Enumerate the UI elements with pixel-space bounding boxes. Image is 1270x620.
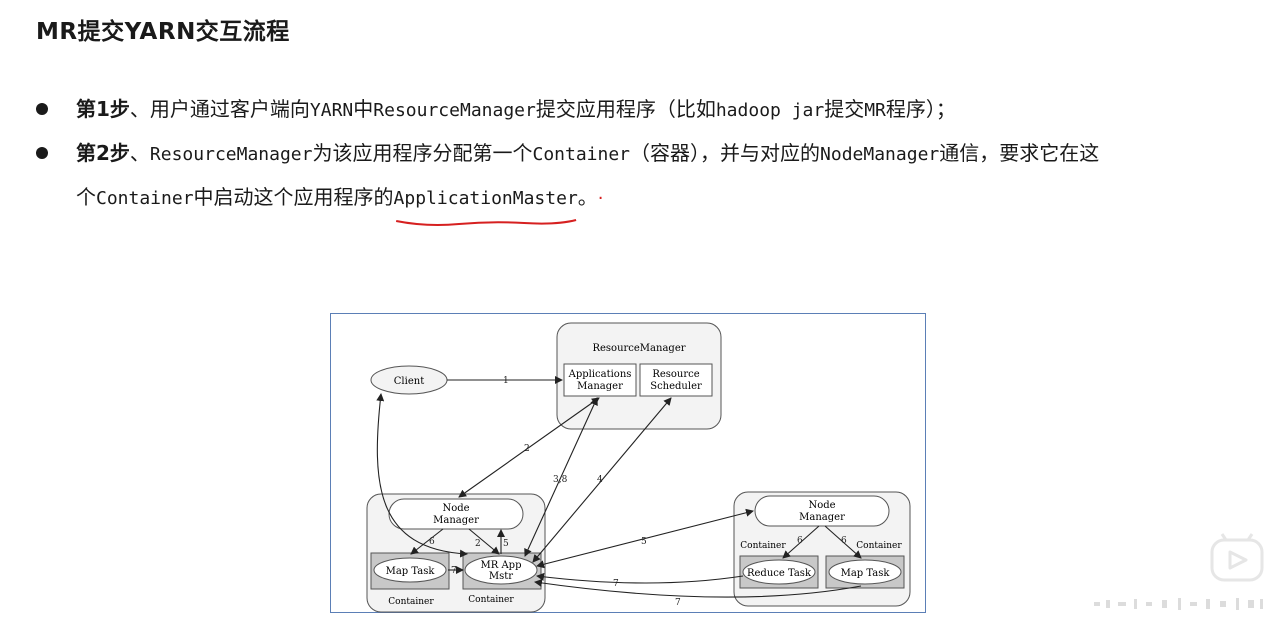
svg-text:Node: Node <box>442 503 469 514</box>
svg-text:Manager: Manager <box>433 515 479 526</box>
mr-app-master <box>464 555 538 585</box>
client-label: Client <box>394 376 424 387</box>
annotation-dot: · <box>597 188 604 209</box>
steps-list: 第1步、用户通过客户端向YARN中ResourceManager提交应用程序（比… <box>36 88 1236 226</box>
label-7a: 7 <box>451 566 457 576</box>
arrow-7-map-right <box>534 579 862 598</box>
highlighted-term: ApplicationMaster <box>394 176 578 226</box>
right-node-manager <box>754 495 890 527</box>
play-icon[interactable] <box>1208 530 1266 584</box>
map-task-right <box>828 559 902 585</box>
arrow-6-left <box>410 528 444 555</box>
arrow-labels: 1 2 3,8 4 6 2 5 7 5 6 6 7 7 <box>429 376 847 608</box>
label-5a: 5 <box>503 539 509 549</box>
label-7b: 7 <box>613 579 619 589</box>
label-38: 3,8 <box>553 475 568 485</box>
container-label-right1: Container <box>740 541 786 551</box>
label-4: 4 <box>597 475 603 485</box>
bullet-dot-icon <box>36 103 48 115</box>
applications-manager-box <box>563 363 637 397</box>
label-6a: 6 <box>429 537 435 547</box>
arrow-7-reduce <box>536 572 744 584</box>
label-6c: 6 <box>841 536 847 546</box>
applications-manager-line2: Manager <box>577 381 623 392</box>
label-7c: 7 <box>675 598 681 608</box>
red-underline-annotation <box>395 219 576 226</box>
resource-manager-label: ResourceManager <box>592 343 685 354</box>
reduce-task <box>742 559 816 585</box>
diagram-canvas: ResourceManager Applications Manager Res… <box>366 322 911 613</box>
arrow-5-right <box>536 508 754 569</box>
arrow-6-right-a <box>782 525 820 559</box>
step-1-label: 第1步 <box>76 97 130 121</box>
step-1: 第1步、用户通过客户端向YARN中ResourceManager提交应用程序（比… <box>36 88 1236 132</box>
label-5b: 5 <box>641 537 647 547</box>
applications-manager-line1: Applications <box>568 369 632 380</box>
label-2b: 2 <box>475 539 481 549</box>
arrow-client-mrapp <box>376 393 468 558</box>
label-1: 1 <box>503 376 509 386</box>
svg-text:Manager: Manager <box>799 512 845 523</box>
svg-text:Reduce Task: Reduce Task <box>747 568 812 579</box>
svg-text:Map Task: Map Task <box>386 566 436 577</box>
container-label-left1: Container <box>388 597 434 607</box>
container-label-right2: Container <box>856 541 902 551</box>
page-title: MR提交YARN交互流程 <box>36 19 290 45</box>
step-2-label: 第2步 <box>76 141 130 165</box>
bullet-dot-icon <box>36 147 48 159</box>
label-2a: 2 <box>524 444 530 454</box>
yarn-interaction-diagram: ResourceManager Applications Manager Res… <box>330 313 926 613</box>
svg-text:Map Task: Map Task <box>841 568 891 579</box>
watermark-strip <box>1094 598 1263 610</box>
svg-text:Node: Node <box>808 500 835 511</box>
svg-text:MR App: MR App <box>481 560 522 571</box>
arrow-6-right-b <box>824 525 862 559</box>
diagram-arrows <box>376 376 862 598</box>
resource-scheduler-box <box>639 363 713 397</box>
svg-text:Mstr: Mstr <box>489 571 513 582</box>
resource-scheduler-line1: Resource <box>652 369 699 380</box>
map-task-left <box>373 557 447 583</box>
step-2: 第2步、ResourceManager为该应用程序分配第一个Container（… <box>36 132 1236 226</box>
arrow-2-nm-mrapp <box>468 528 500 555</box>
label-6b: 6 <box>797 536 803 546</box>
container-label-left2: Container <box>468 595 514 605</box>
resource-scheduler-line2: Scheduler <box>650 381 702 392</box>
